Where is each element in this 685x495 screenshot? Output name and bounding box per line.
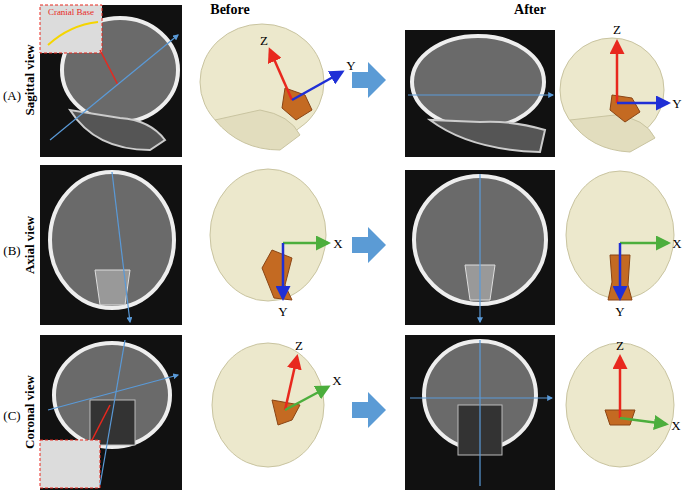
axis-label: Y	[278, 305, 287, 318]
axis-label: Y	[346, 59, 355, 72]
axis-label: Z	[616, 339, 624, 352]
panel-letter: (B)	[3, 244, 20, 257]
axis-label: Y	[615, 305, 624, 318]
axis-label: Y	[672, 97, 681, 110]
column-heading: After	[514, 3, 546, 17]
axis-label: X	[671, 419, 680, 432]
column-heading: Before	[210, 3, 249, 17]
axis-label: X	[333, 237, 342, 250]
axis-label: Z	[295, 339, 303, 352]
row-heading: Coronal view	[23, 375, 36, 449]
panel-letter: (C)	[3, 409, 20, 422]
axis-label: Z	[260, 34, 268, 47]
row-heading: Axial view	[23, 216, 36, 274]
axis-label: Z	[613, 23, 621, 36]
axis-label: X	[672, 237, 681, 250]
panel-letter: (A)	[3, 89, 21, 102]
axis-label: X	[332, 374, 341, 387]
inset-label: Cranial Base	[48, 8, 94, 17]
row-heading: Sagittal view	[23, 44, 36, 115]
